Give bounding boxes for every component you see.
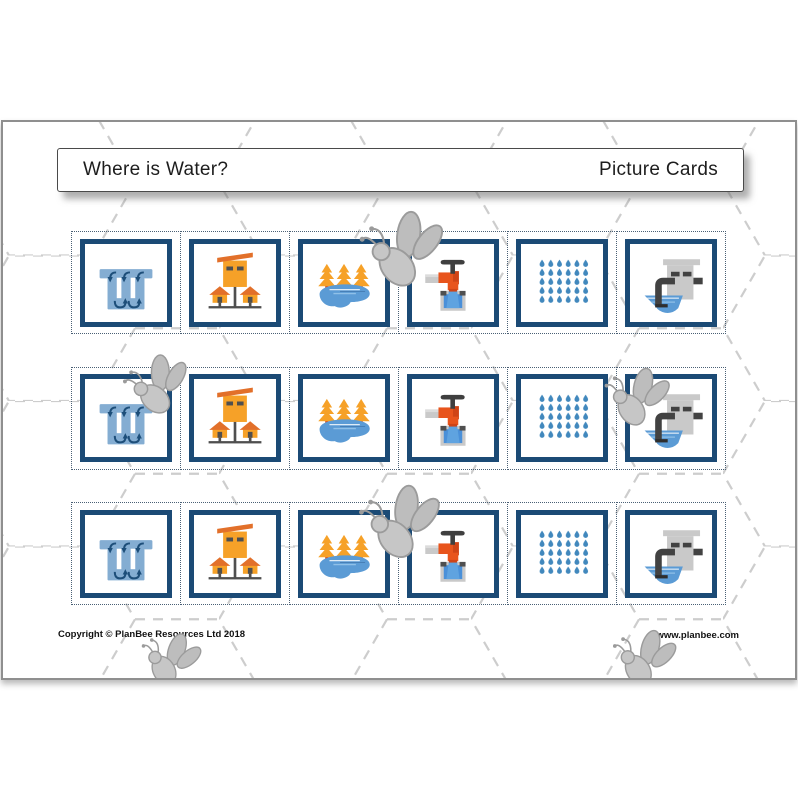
card-cut-cell	[180, 366, 290, 470]
tap-filling-bucket-icon	[418, 385, 488, 451]
picture-card	[516, 238, 608, 327]
picture-card	[80, 509, 172, 598]
picture-card	[516, 509, 608, 598]
page-type-label: Picture Cards	[599, 159, 718, 180]
card-cut-cell	[180, 502, 290, 605]
card-cut-cell	[71, 366, 181, 470]
picture-card	[80, 374, 172, 462]
card-cut-cell	[507, 231, 617, 334]
lake-with-trees-icon	[309, 385, 379, 451]
treatment-outflow-icon	[636, 521, 706, 587]
picture-card	[189, 238, 281, 327]
website-text: www.planbee.com	[656, 630, 739, 641]
rain-drops-icon	[527, 385, 597, 451]
bee-graphic	[353, 206, 453, 301]
card-grid	[71, 231, 726, 638]
card-cut-cell	[71, 502, 181, 605]
worksheet-page: Where is Water? Picture Cards Copyright …	[1, 120, 797, 680]
card-cut-cell	[616, 231, 726, 334]
picture-card	[80, 238, 172, 327]
water-tower-houses-icon	[200, 385, 270, 451]
rain-drops-icon	[527, 521, 597, 587]
card-row	[71, 366, 726, 470]
card-cut-cell	[616, 502, 726, 605]
rain-drops-icon	[527, 250, 597, 316]
card-cut-cell	[507, 502, 617, 605]
copyright-text: Copyright © PlanBee Resources Ltd 2018	[58, 629, 246, 640]
picture-card	[298, 374, 390, 462]
card-cut-cell	[289, 366, 399, 470]
underground-water-pipes-icon	[91, 250, 161, 316]
card-cut-cell	[398, 366, 508, 470]
bee-graphic	[110, 345, 205, 430]
card-cut-cell	[180, 231, 290, 334]
treatment-outflow-icon	[636, 250, 706, 316]
picture-card	[516, 374, 608, 462]
header-bar: Where is Water? Picture Cards	[57, 148, 744, 192]
bee-graphic	[596, 356, 678, 443]
card-cut-cell	[71, 231, 181, 334]
water-tower-houses-icon	[200, 250, 270, 316]
card-row	[71, 231, 726, 334]
underground-water-pipes-icon	[91, 521, 161, 587]
picture-card	[625, 509, 717, 598]
picture-card	[407, 374, 499, 462]
card-row	[71, 502, 726, 605]
picture-card	[189, 509, 281, 598]
page-title: Where is Water?	[83, 159, 229, 180]
bee-graphic	[599, 620, 688, 680]
picture-card	[625, 238, 717, 327]
picture-card	[189, 374, 281, 462]
bee-graphic	[352, 480, 450, 572]
water-tower-houses-icon	[200, 521, 270, 587]
